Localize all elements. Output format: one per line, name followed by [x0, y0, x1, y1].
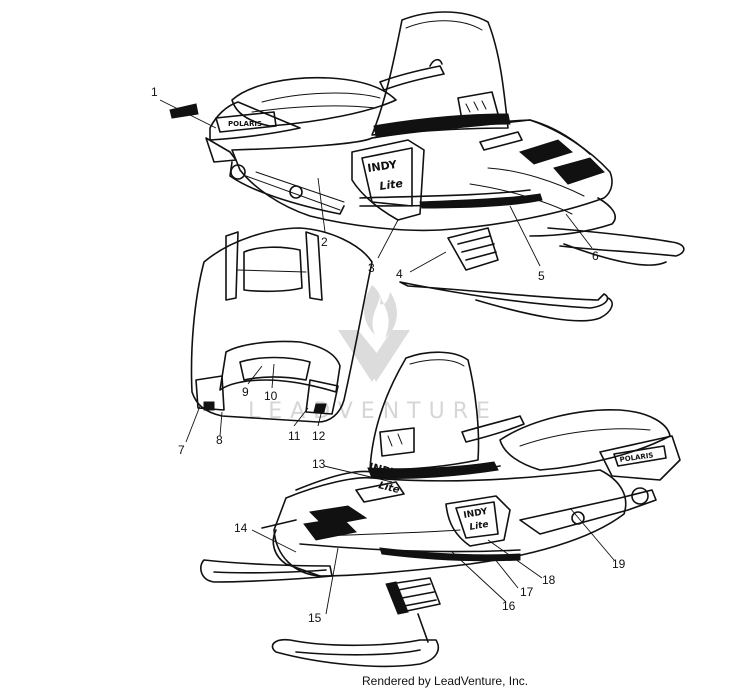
- callout-15: 15: [308, 611, 322, 625]
- lower-snowmobile: POLARIS INDY Lite INDY Lite: [200, 351, 681, 668]
- lower-rear-brand-decal: POLARIS: [619, 451, 654, 464]
- upper-model-decal-line2: Lite: [379, 177, 405, 193]
- watermark: LEADVENTURE: [248, 285, 490, 424]
- lower-side-model-decal-line1: INDY: [463, 507, 489, 521]
- callouts: 1 2 3 4 5 6 7 8 9 10 11 12 13 14 15 16 1…: [151, 85, 626, 625]
- callout-3: 3: [368, 261, 375, 275]
- callout-8: 8: [216, 433, 223, 447]
- hood-detail: [190, 227, 373, 423]
- callout-12: 12: [312, 429, 326, 443]
- callout-14: 14: [234, 521, 248, 535]
- watermark-flame-icon: [338, 285, 410, 382]
- callout-18: 18: [542, 573, 556, 587]
- lower-track-wheels: [571, 487, 649, 525]
- part-1-decal-swatch: [169, 103, 199, 119]
- callout-5: 5: [538, 269, 545, 283]
- rear-brand-decal: POLARIS: [228, 120, 262, 128]
- callout-9: 9: [242, 385, 249, 399]
- lower-hood-model-decal-line2: Lite: [377, 480, 401, 496]
- upper-snowmobile: POLARIS INDY Lite: [205, 11, 685, 322]
- callout-10: 10: [264, 389, 278, 403]
- lower-side-model-decal-line2: Lite: [469, 520, 490, 533]
- callout-7: 7: [178, 443, 185, 457]
- callout-19: 19: [612, 557, 626, 571]
- render-credit: Rendered by LeadVenture, Inc.: [362, 674, 529, 688]
- callout-1: 1: [151, 85, 158, 99]
- callout-4: 4: [396, 267, 403, 281]
- leader-lines: [159, 99, 615, 615]
- callout-11: 11: [288, 429, 301, 443]
- callout-2: 2: [321, 235, 328, 249]
- upper-model-decal-line1: INDY: [367, 158, 399, 175]
- callout-16: 16: [502, 599, 516, 613]
- callout-13: 13: [312, 457, 326, 471]
- callout-17: 17: [520, 585, 534, 599]
- callout-6: 6: [592, 249, 599, 263]
